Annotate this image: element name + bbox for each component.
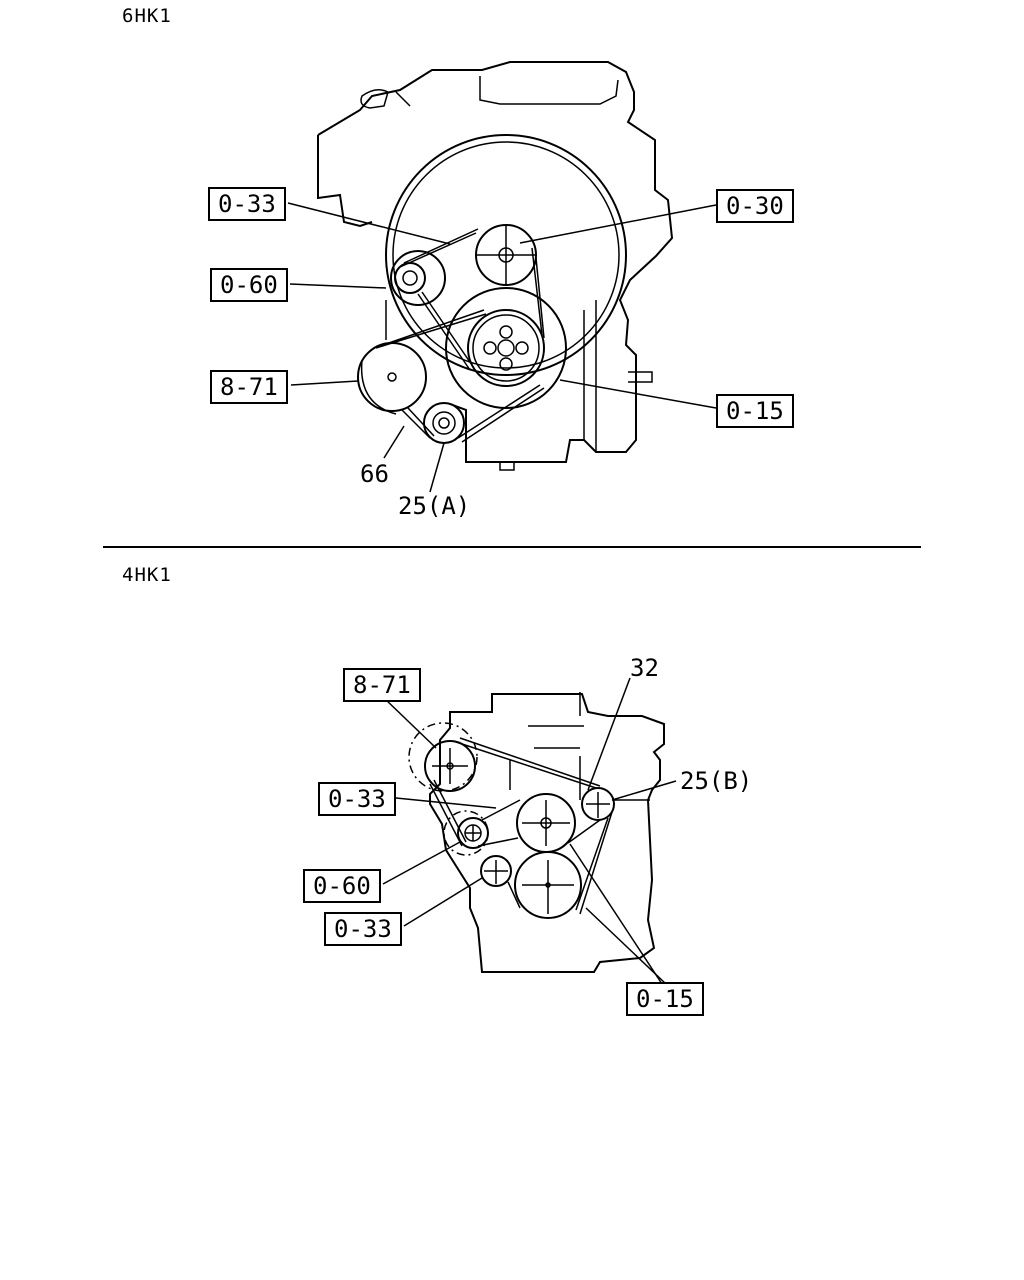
crank-pulley-ring: [472, 314, 540, 382]
belt-4hk1-inner: [477, 799, 601, 909]
pulley-0-15-lower: [514, 851, 582, 919]
pulley-0-33-lower: [480, 855, 512, 887]
callout-0-33-upper: 0-33: [318, 782, 396, 816]
engine-6hk1-bracket: [360, 89, 389, 109]
engine-6hk1-bracket-2: [395, 91, 411, 107]
pulley-0-60-hub: [402, 270, 418, 286]
crank-pulley: [467, 309, 545, 387]
engine-4hk1-outline: [429, 693, 665, 973]
callout-25b: 25(B): [680, 767, 753, 795]
fan-shroud-outer: [385, 134, 627, 376]
pulley-0-60-housing: [390, 250, 446, 306]
pulley-0-60-b-guard: [443, 810, 489, 856]
engine-6hk1-drawing: [317, 61, 674, 471]
fan-shroud-inner: [392, 141, 620, 369]
belt-8-71: [375, 309, 545, 443]
belt-0-30-b: [399, 232, 477, 371]
leaders-6hk1: [287, 202, 717, 493]
leaders-4hk1: [382, 677, 677, 985]
engine-6hk1-sump: [499, 462, 515, 471]
pulley-8-71-b: [424, 740, 476, 792]
callout-8-71-b: 8-71: [343, 668, 421, 702]
section-title-6hk1: 6HK1: [122, 5, 172, 27]
section-divider: [103, 546, 921, 548]
pulley-8-71-hub: [387, 372, 397, 382]
engine-4hk1-drawing: [408, 692, 665, 973]
callout-8-71: 8-71: [210, 370, 288, 404]
pulley-8-71-b-guard: [408, 722, 478, 792]
callout-0-15: 0-15: [716, 394, 794, 428]
callout-25a: 25(A): [398, 492, 471, 520]
engine-6hk1-top-bump: [479, 76, 619, 105]
engine-6hk1-block-detail: [385, 300, 597, 452]
engine-4hk1-detail: [509, 692, 650, 801]
tension-pulley-25b: [581, 787, 615, 821]
callout-32: 32: [630, 654, 659, 682]
belt-0-30: [403, 228, 545, 369]
engine-6hk1-side-detail: [628, 371, 653, 383]
belt-8-71-outer: [360, 359, 397, 415]
callout-0-60: 0-60: [210, 268, 288, 302]
pulley-8-71: [357, 342, 427, 412]
belt-4hk1-outer: [429, 737, 613, 915]
callout-0-33-lower: 0-33: [324, 912, 402, 946]
idler-pulley-25a-inner: [432, 411, 456, 435]
callout-66: 66: [360, 460, 389, 488]
pulley-0-30-cross: [476, 225, 536, 285]
callout-0-30: 0-30: [716, 189, 794, 223]
crank-pulley-hub: [497, 339, 515, 357]
pulley-0-60: [394, 262, 426, 294]
section-title-4hk1: 4HK1: [122, 564, 172, 586]
crank-pulley-outer: [445, 287, 567, 409]
callout-0-60-b: 0-60: [303, 869, 381, 903]
callout-0-15-b: 0-15: [626, 982, 704, 1016]
callout-0-33: 0-33: [208, 187, 286, 221]
